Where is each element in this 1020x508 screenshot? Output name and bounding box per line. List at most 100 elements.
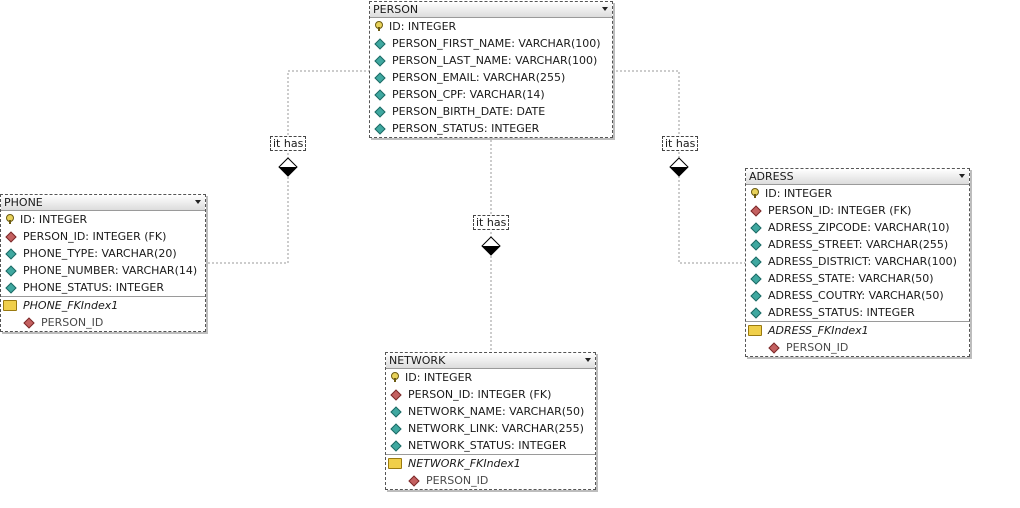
phone-field-list: ID: INTEGER PERSON_ID: INTEGER (FK) PHON… [1, 211, 205, 296]
attribute-diamond-icon [5, 248, 17, 260]
field-row[interactable]: PERSON_CPF: VARCHAR(14) [370, 86, 612, 103]
field-row[interactable]: PERSON_STATUS: INTEGER [370, 120, 612, 137]
foreign-key-diamond-icon [768, 342, 780, 354]
field-label: PHONE_NUMBER: VARCHAR(14) [23, 264, 198, 277]
person-phone-connector [205, 70, 370, 264]
attribute-diamond-icon [750, 290, 762, 302]
foreign-key-diamond-icon [390, 389, 402, 401]
network-index-section: NETWORK_FKIndex1 PERSON_ID [386, 454, 595, 489]
phone-relationship-label: it has [270, 136, 307, 151]
field-row[interactable]: ADRESS_DISTRICT: VARCHAR(100) [746, 253, 969, 270]
index-column-label: PERSON_ID [41, 316, 104, 329]
field-row[interactable]: PHONE_NUMBER: VARCHAR(14) [1, 262, 205, 279]
collapse-arrow-icon[interactable] [585, 358, 591, 362]
field-label: PERSON_ID: INTEGER (FK) [768, 204, 912, 217]
attribute-diamond-icon [750, 222, 762, 234]
field-label: ID: INTEGER [20, 213, 88, 226]
field-row[interactable]: ID: INTEGER [386, 369, 595, 386]
index-name: PHONE_FKIndex1 [23, 299, 119, 312]
attribute-diamond-icon [374, 38, 386, 50]
field-label: PHONE_STATUS: INTEGER [23, 281, 164, 294]
field-row[interactable]: ID: INTEGER [1, 211, 205, 228]
field-row[interactable]: ADRESS_STREET: VARCHAR(255) [746, 236, 969, 253]
field-row[interactable]: NETWORK_STATUS: INTEGER [386, 437, 595, 454]
field-row[interactable]: PERSON_BIRTH_DATE: DATE [370, 103, 612, 120]
phone-table-header[interactable]: PHONE [1, 195, 205, 211]
field-row[interactable]: ADRESS_STATUS: INTEGER [746, 304, 969, 321]
attribute-diamond-icon [750, 239, 762, 251]
collapse-arrow-icon[interactable] [959, 174, 965, 178]
field-row[interactable]: PERSON_LAST_NAME: VARCHAR(100) [370, 52, 612, 69]
person-table-header[interactable]: PERSON [370, 2, 612, 18]
field-label: ID: INTEGER [765, 187, 833, 200]
person-table-title: PERSON [373, 3, 419, 16]
phone-table[interactable]: PHONE ID: INTEGER PERSON_ID: INTEGER (FK… [0, 194, 206, 332]
primary-key-icon [750, 188, 759, 198]
field-row[interactable]: NETWORK_LINK: VARCHAR(255) [386, 420, 595, 437]
field-row[interactable]: NETWORK_NAME: VARCHAR(50) [386, 403, 595, 420]
index-column-label: PERSON_ID [426, 474, 489, 487]
adress-table-header[interactable]: ADRESS [746, 169, 969, 185]
person-field-list: ID: INTEGER PERSON_FIRST_NAME: VARCHAR(1… [370, 18, 612, 137]
adress-table[interactable]: ADRESS ID: INTEGER PERSON_ID: INTEGER (F… [745, 168, 970, 357]
index-row[interactable]: ADRESS_FKIndex1 [746, 322, 969, 339]
collapse-arrow-icon[interactable] [195, 200, 201, 204]
index-row[interactable]: NETWORK_FKIndex1 [386, 455, 595, 472]
attribute-diamond-icon [390, 406, 402, 418]
attribute-diamond-icon [390, 440, 402, 452]
index-column-row[interactable]: PERSON_ID [386, 472, 595, 489]
index-row[interactable]: PHONE_FKIndex1 [1, 297, 205, 314]
primary-key-icon [5, 214, 14, 224]
field-row[interactable]: PERSON_ID: INTEGER (FK) [386, 386, 595, 403]
attribute-diamond-icon [5, 282, 17, 294]
attribute-diamond-icon [5, 265, 17, 277]
field-label: PERSON_ID: INTEGER (FK) [23, 230, 167, 243]
index-column-row[interactable]: PERSON_ID [1, 314, 205, 331]
person-adress-connector [612, 70, 746, 264]
field-label: ADRESS_STATE: VARCHAR(50) [768, 272, 934, 285]
index-folder-icon [3, 299, 17, 311]
field-row[interactable]: PERSON_EMAIL: VARCHAR(255) [370, 69, 612, 86]
field-row[interactable]: ID: INTEGER [370, 18, 612, 35]
adress-relationship-label: it has [662, 136, 699, 151]
attribute-diamond-icon [374, 55, 386, 67]
field-label: PERSON_EMAIL: VARCHAR(255) [392, 71, 566, 84]
adress-index-section: ADRESS_FKIndex1 PERSON_ID [746, 321, 969, 356]
field-row[interactable]: PERSON_FIRST_NAME: VARCHAR(100) [370, 35, 612, 52]
field-row[interactable]: PERSON_ID: INTEGER (FK) [1, 228, 205, 245]
field-label: ADRESS_STATUS: INTEGER [768, 306, 915, 319]
field-label: PERSON_ID: INTEGER (FK) [408, 388, 552, 401]
field-label: PERSON_BIRTH_DATE: DATE [392, 105, 546, 118]
field-label: NETWORK_LINK: VARCHAR(255) [408, 422, 584, 435]
field-row[interactable]: ADRESS_STATE: VARCHAR(50) [746, 270, 969, 287]
foreign-key-diamond-icon [408, 475, 420, 487]
primary-key-icon [374, 21, 383, 31]
foreign-key-diamond-icon [750, 205, 762, 217]
field-label: NETWORK_STATUS: INTEGER [408, 439, 567, 452]
field-row[interactable]: PERSON_ID: INTEGER (FK) [746, 202, 969, 219]
field-row[interactable]: PHONE_TYPE: VARCHAR(20) [1, 245, 205, 262]
field-label: PHONE_TYPE: VARCHAR(20) [23, 247, 177, 260]
field-label: ID: INTEGER [389, 20, 457, 33]
field-label: NETWORK_NAME: VARCHAR(50) [408, 405, 585, 418]
field-row[interactable]: ID: INTEGER [746, 185, 969, 202]
relationship-diamond-icon [481, 236, 501, 256]
attribute-diamond-icon [374, 106, 386, 118]
field-row[interactable]: ADRESS_ZIPCODE: VARCHAR(10) [746, 219, 969, 236]
network-table[interactable]: NETWORK ID: INTEGER PERSON_ID: INTEGER (… [385, 352, 596, 490]
index-folder-icon [388, 457, 402, 469]
attribute-diamond-icon [750, 256, 762, 268]
foreign-key-diamond-icon [23, 317, 35, 329]
primary-key-icon [390, 372, 399, 382]
collapse-arrow-icon[interactable] [602, 7, 608, 11]
field-label: ADRESS_STREET: VARCHAR(255) [768, 238, 949, 251]
field-label: PERSON_STATUS: INTEGER [392, 122, 540, 135]
phone-table-title: PHONE [4, 196, 43, 209]
network-table-header[interactable]: NETWORK [386, 353, 595, 369]
field-label: ID: INTEGER [405, 371, 473, 384]
field-row[interactable]: PHONE_STATUS: INTEGER [1, 279, 205, 296]
relationship-diamond-icon [278, 157, 298, 177]
field-row[interactable]: ADRESS_COUTRY: VARCHAR(50) [746, 287, 969, 304]
person-table[interactable]: PERSON ID: INTEGER PERSON_FIRST_NAME: VA… [369, 1, 613, 138]
index-column-row[interactable]: PERSON_ID [746, 339, 969, 356]
